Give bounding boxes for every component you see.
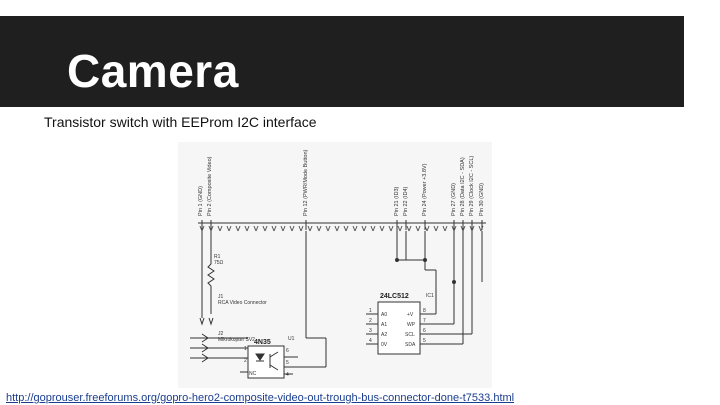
u1-num-4: 4 [286,372,289,378]
pin1-label: Pin 1 (GND) [198,186,204,216]
ic1-label: IC1 [426,293,434,299]
ic1-pin-a1: A1 [381,322,387,328]
ic1-pin-a2: A2 [381,332,387,338]
ic1-pin-v: +V [407,312,414,318]
u1-num-1: 1 [244,346,247,352]
slide-title: Camera [67,45,239,97]
pin2-label: Pin 2 (Composite Video) [207,156,213,216]
ic1-pin-sda: SDA [405,342,416,348]
ic1-pin-a0: A0 [381,312,387,318]
u1-label: U1 [288,336,295,342]
pin28-label: Pin 28 (Data I2C - SDA) [460,157,466,216]
ic1-num-6: 6 [423,328,426,334]
u1-num-5: 5 [286,360,289,366]
ic1-name: 24LC512 [380,293,409,300]
ic1-pin-0v: 0V [381,342,388,348]
pin12-label: Pin 12 (PWR/Mode Button) [303,149,309,216]
title-bar [0,16,684,107]
j1-desc: RCA Video Connector [218,300,267,306]
ic1-num-1: 1 [369,308,372,314]
ic1-num-3: 3 [369,328,372,334]
ic1-num-7: 7 [423,318,426,324]
u1-name: 4N35 [254,339,271,346]
schematic-diagram: Pin 1 (GND) Pin 2 (Composite Video) Pin … [178,142,492,388]
ic1-pin-scl: SCL [405,332,415,338]
u1-num-6: 6 [286,348,289,354]
ic1-pin-wp: WP [407,322,416,328]
j1-label: J1 [218,294,224,300]
ic1-num-4: 4 [369,338,372,344]
j2-label: J2 [218,331,224,337]
pin24-label: Pin 24 (Power +3.8V) [422,163,428,216]
ic1-num-2: 2 [369,318,372,324]
u1-num-2: 2 [244,358,247,364]
ic1-num-5: 5 [423,338,426,344]
pin22-label: Pin 22 (ID4) [403,186,409,216]
source-link[interactable]: http://goprouser.freeforums.org/gopro-he… [6,392,515,404]
pin29-label: Pin 29 (Clock I2C - SCL) [469,156,475,216]
r1-value: 75Ω [214,260,224,266]
slide-subtitle: Transistor switch with EEProm I2C interf… [44,114,317,130]
r1-label: R1 [214,254,221,260]
j2-desc: Mikrokopter SV2 [218,337,255,343]
pin30-label: Pin 30 (GND) [479,183,485,216]
ic1-num-8: 8 [423,308,426,314]
pin21-label: Pin 21 (ID3) [394,186,400,216]
pin27-label: Pin 27 (GND) [451,183,457,216]
nc-label: NC [249,371,257,377]
